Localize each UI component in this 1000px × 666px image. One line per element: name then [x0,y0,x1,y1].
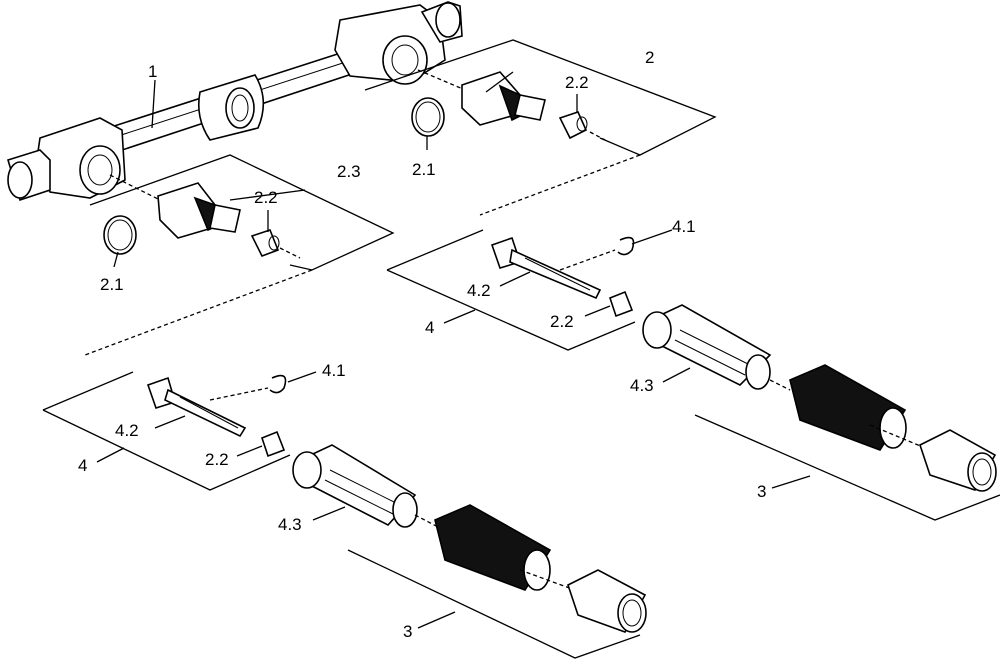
spindle-left [146,376,247,438]
label-spindle-left: 4.2 [115,421,139,440]
rosette-left [567,569,647,633]
label-spindle-right: 4.2 [467,281,491,300]
label-ext-set-right: 4 [425,318,434,337]
adapter-ext-left [261,430,286,458]
label-trim-left: 3 [403,622,412,641]
sleeve-left [292,444,418,528]
circlip-left [269,374,287,394]
label-body: 1 [148,62,157,81]
label-sleeve-left: 4.3 [278,515,302,534]
label-cartridge-left: 2.3 [337,162,361,181]
o-ring-left [103,215,137,255]
label-oring-right: 2.1 [412,160,436,179]
label-circlip-left: 4.1 [322,361,346,380]
adapter-right [558,111,588,140]
cap-sleeve-right [789,364,907,451]
sleeve-right [642,304,772,390]
extension-set-left [42,371,441,529]
circlip-right [617,236,635,256]
o-ring-right [411,97,445,137]
adapter-left [250,229,280,258]
label-adapter-right: 2.2 [565,73,589,92]
label-oring-left: 2.1 [100,275,124,294]
spindle-right [490,236,602,300]
label-trim-right: 3 [757,482,766,501]
label-adapter-ext-left: 2.2 [205,450,229,469]
cartridge-left [157,182,241,239]
cartridge-group-left [84,154,395,356]
part-labels: 1 2 2.2 2.1 2.3 2.2 2.1 4.1 4.2 4 2.2 4.… [78,48,766,641]
extension-set-right [386,229,791,391]
label-cartridge-right: 2 [645,48,654,67]
label-sleeve-right: 4.3 [630,376,654,395]
cap-sleeve-left [434,504,552,591]
valve-body-assembly [7,1,463,202]
label-ext-set-left: 4 [78,456,87,475]
cartridge-right [461,71,546,126]
trim-group-right [694,364,1000,521]
rosette-right [919,429,997,492]
label-circlip-right: 4.1 [672,217,696,236]
trim-group-left [347,504,647,659]
leader-lines [96,71,811,629]
label-adapter-left: 2.2 [254,188,278,207]
cartridge-group-right [364,39,717,216]
label-adapter-ext-right: 2.2 [550,312,574,331]
adapter-ext-right [609,290,634,318]
